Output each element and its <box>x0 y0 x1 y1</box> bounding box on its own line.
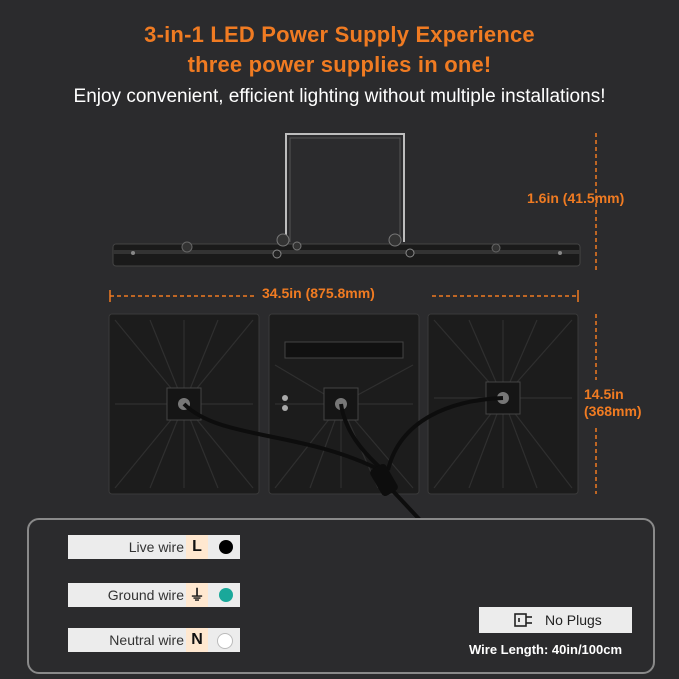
depth-dimension: 14.5in (368mm) <box>584 386 642 420</box>
led-panel-middle <box>268 313 420 495</box>
ground-wire-code: ⏚ <box>186 583 208 607</box>
wire-length: Wire Length: 40in/100cm <box>469 642 623 657</box>
neutral-wire-label: Neutral wire N <box>68 628 240 652</box>
led-panel-right <box>427 313 579 495</box>
live-wire-text: Live wire <box>128 539 184 555</box>
ground-wire-label: Ground wire ⏚ <box>68 583 240 607</box>
title-line-1: 3-in-1 LED Power Supply Experience <box>144 22 535 47</box>
ground-wire-color-dot <box>219 588 233 602</box>
no-plugs-text: No Plugs <box>545 612 602 628</box>
led-panel-left <box>108 313 260 495</box>
neutral-wire-code: N <box>186 628 208 652</box>
depth-dimension-line2: (368mm) <box>584 403 642 419</box>
height-dimension: 1.6in (41.5mm) <box>527 190 625 206</box>
live-wire-label: Live wire L <box>68 535 240 559</box>
ground-wire-text: Ground wire <box>107 587 184 603</box>
no-plugs-badge: No Plugs <box>479 607 632 633</box>
live-wire-code: L <box>186 535 208 559</box>
live-wire-color-dot <box>219 540 233 554</box>
subtitle: Enjoy convenient, efficient lighting wit… <box>73 86 606 107</box>
title-line-2: three power supplies in one! <box>187 52 492 77</box>
depth-dimension-line1: 14.5in <box>584 386 624 402</box>
neutral-wire-color-dot <box>217 633 233 649</box>
no-plug-icon <box>514 613 532 627</box>
mounting-bracket <box>285 133 405 242</box>
width-dimension: 34.5in (875.8mm) <box>262 285 375 301</box>
fixture-side-body <box>112 243 581 267</box>
neutral-wire-text: Neutral wire <box>109 632 184 648</box>
connecting-cables <box>182 396 504 522</box>
